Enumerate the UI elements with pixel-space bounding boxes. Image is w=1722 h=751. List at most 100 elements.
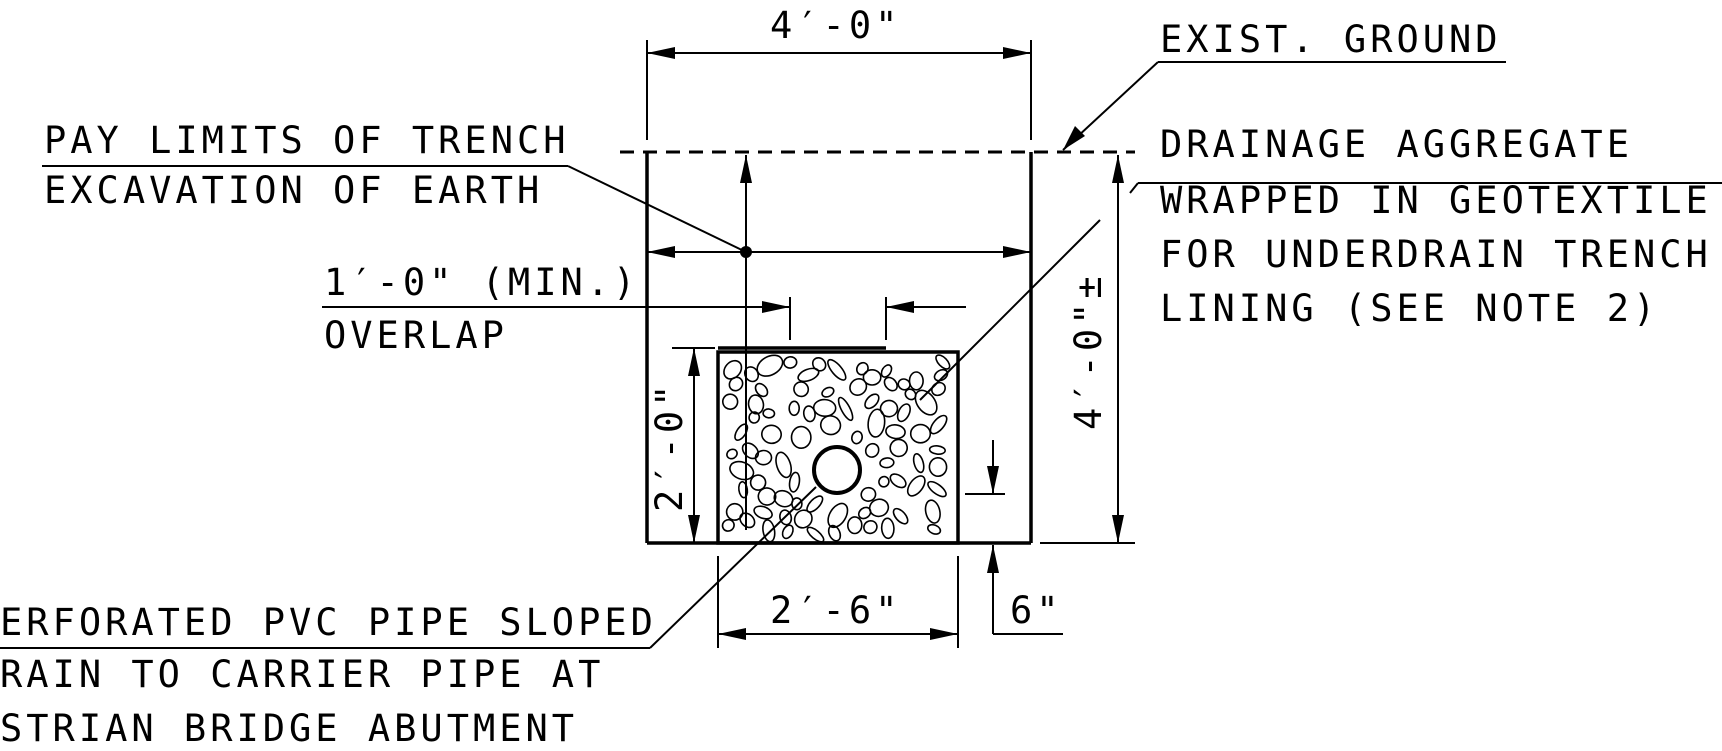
aggregate-width-label: 2′-6" <box>770 589 901 632</box>
aggregate-stone <box>846 516 863 535</box>
aggregate-stone <box>749 474 767 491</box>
aggregate-stone <box>860 486 877 502</box>
aggregate-stone <box>819 415 842 436</box>
aggregate-stone <box>729 460 755 481</box>
aggregate-stone <box>863 520 878 535</box>
aggregate-stone <box>793 381 810 398</box>
aggregate-stone <box>790 425 812 449</box>
pay-limits-leader <box>42 165 752 258</box>
overlap-label-line1: 1′-0" (MIN.) <box>324 261 639 304</box>
top-width-dimension <box>646 40 1032 140</box>
aggregate-stone <box>889 438 909 458</box>
aggregate-stone <box>926 523 942 535</box>
aggregate-stone <box>753 505 773 520</box>
aggregate-stone <box>837 396 854 422</box>
aggregate-stone <box>885 424 906 440</box>
aggregate-stone <box>762 408 776 419</box>
aggregate-stone <box>857 506 872 520</box>
aggregate-height-dimension <box>672 347 715 543</box>
aggregate-stone <box>889 473 907 489</box>
overlap-label-line2: OVERLAP <box>324 314 508 357</box>
depth-dimension <box>1040 155 1135 544</box>
pipe-offset-dimension <box>965 440 1063 635</box>
aggregate-stone <box>880 364 893 378</box>
aggregate-label-line2: WRAPPED IN GEOTEXTILE <box>1160 179 1712 222</box>
aggregate-stone <box>775 451 793 479</box>
pay-limits-label-line2: EXCAVATION OF EARTH <box>44 169 543 212</box>
perforated-pipe <box>812 445 862 495</box>
aggregate-stone <box>896 403 911 423</box>
aggregate-stone <box>928 445 946 455</box>
aggregate-stone <box>773 489 794 508</box>
aggregate-stone <box>897 378 911 391</box>
aggregate-stone <box>806 495 824 513</box>
aggregate-stone <box>927 480 947 498</box>
aggregate-stone <box>827 358 847 381</box>
aggregate-stone <box>864 393 880 410</box>
pipe-label-line1: ERFORATED PVC PIPE SLOPED <box>0 601 657 644</box>
pipe-leader <box>0 486 817 649</box>
depth-label: 4′-0"± <box>1067 272 1110 430</box>
exist-ground-leader <box>1062 61 1506 151</box>
aggregate-stone <box>781 524 794 540</box>
aggregate-stone <box>849 378 868 396</box>
aggregate-stone <box>855 361 869 376</box>
aggregate-leader <box>919 182 1722 401</box>
aggregate-stone <box>741 442 760 460</box>
aggregate-stone <box>883 376 898 392</box>
aggregate-stone <box>748 411 761 424</box>
pay-limits-label-line1: PAY LIMITS OF TRENCH <box>44 119 570 162</box>
aggregate-stone <box>827 524 842 542</box>
aggregate-stone <box>906 475 926 497</box>
aggregate-label-line3: FOR UNDERDRAIN TRENCH <box>1160 233 1712 276</box>
pipe-label-line2: RAIN TO CARRIER PIPE AT <box>0 653 604 696</box>
aggregate-stone <box>788 471 801 493</box>
drainage-aggregate-pattern <box>721 354 951 543</box>
aggregate-stone <box>924 499 941 524</box>
aggregate-stone <box>878 475 890 488</box>
pay-limit-vertical-line <box>740 155 752 530</box>
aggregate-stone <box>734 423 749 442</box>
aggregate-stone <box>812 398 837 418</box>
aggregate-stone <box>797 367 820 383</box>
aggregate-stone <box>721 518 735 532</box>
aggregate-stone <box>935 354 951 370</box>
aggregate-stone <box>851 430 863 445</box>
aggregate-stone <box>721 393 739 410</box>
aggregate-stone <box>739 512 756 529</box>
aggregate-stone <box>788 400 801 417</box>
aggregate-stone <box>723 359 743 380</box>
aggregate-stone <box>929 414 948 435</box>
aggregate-stone <box>728 376 744 392</box>
aggregate-label-line4: LINING (SEE NOTE 2) <box>1160 287 1659 330</box>
aggregate-stone <box>904 388 917 401</box>
overlap-dimension <box>322 297 966 340</box>
exist-ground-label: EXIST. GROUND <box>1160 18 1502 61</box>
aggregate-stone <box>914 389 938 416</box>
aggregate-stone <box>783 355 798 369</box>
aggregate-width-dimension <box>717 556 959 648</box>
aggregate-stone <box>909 423 932 444</box>
aggregate-stone <box>821 386 835 398</box>
aggregate-height-label: 2′-0" <box>648 381 691 512</box>
aggregate-stone <box>754 382 769 398</box>
aggregate-stone <box>757 487 777 506</box>
aggregate-stone <box>912 452 925 474</box>
aggregate-stone <box>762 519 776 543</box>
aggregate-stone <box>879 457 895 469</box>
aggregate-stone <box>928 457 948 477</box>
aggregate-stone <box>864 442 880 458</box>
aggregate-stone <box>737 480 749 499</box>
aggregate-label-line1: DRAINAGE AGGREGATE <box>1160 123 1633 166</box>
top-width-label: 4′-0" <box>770 4 901 47</box>
aggregate-stone <box>802 405 816 423</box>
pipe-offset-label: 6" <box>1010 589 1063 632</box>
aggregate-stone <box>806 526 825 543</box>
aggregate-stone <box>908 371 924 391</box>
aggregate-stone <box>892 507 909 525</box>
aggregate-stone <box>761 424 782 445</box>
aggregate-stone <box>879 399 899 418</box>
aggregate-stone <box>862 369 882 386</box>
aggregate-stone <box>867 408 886 438</box>
